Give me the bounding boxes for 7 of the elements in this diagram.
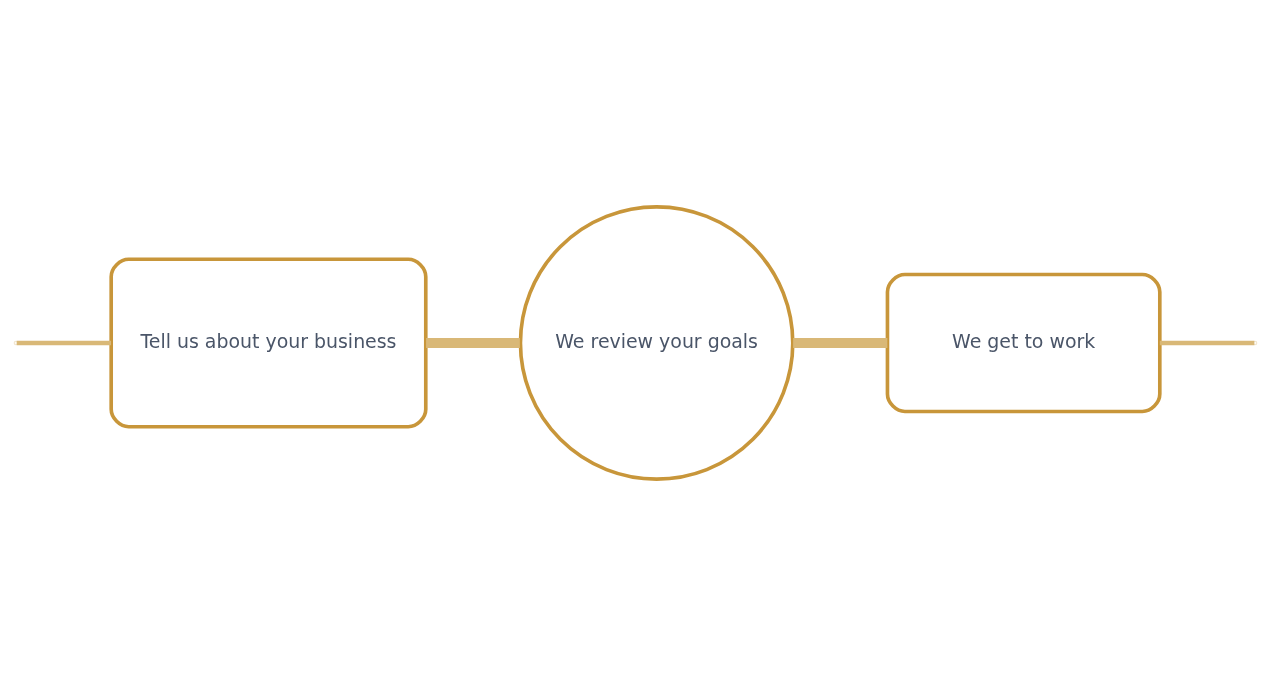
node-box: Tell us about your business: [109, 257, 428, 429]
connector: [16, 340, 112, 346]
connector: [793, 337, 888, 349]
node-box: We get to work: [885, 272, 1162, 414]
node-circle: We review your goals: [518, 205, 795, 481]
connector: [1159, 340, 1255, 346]
connector: [426, 337, 520, 349]
